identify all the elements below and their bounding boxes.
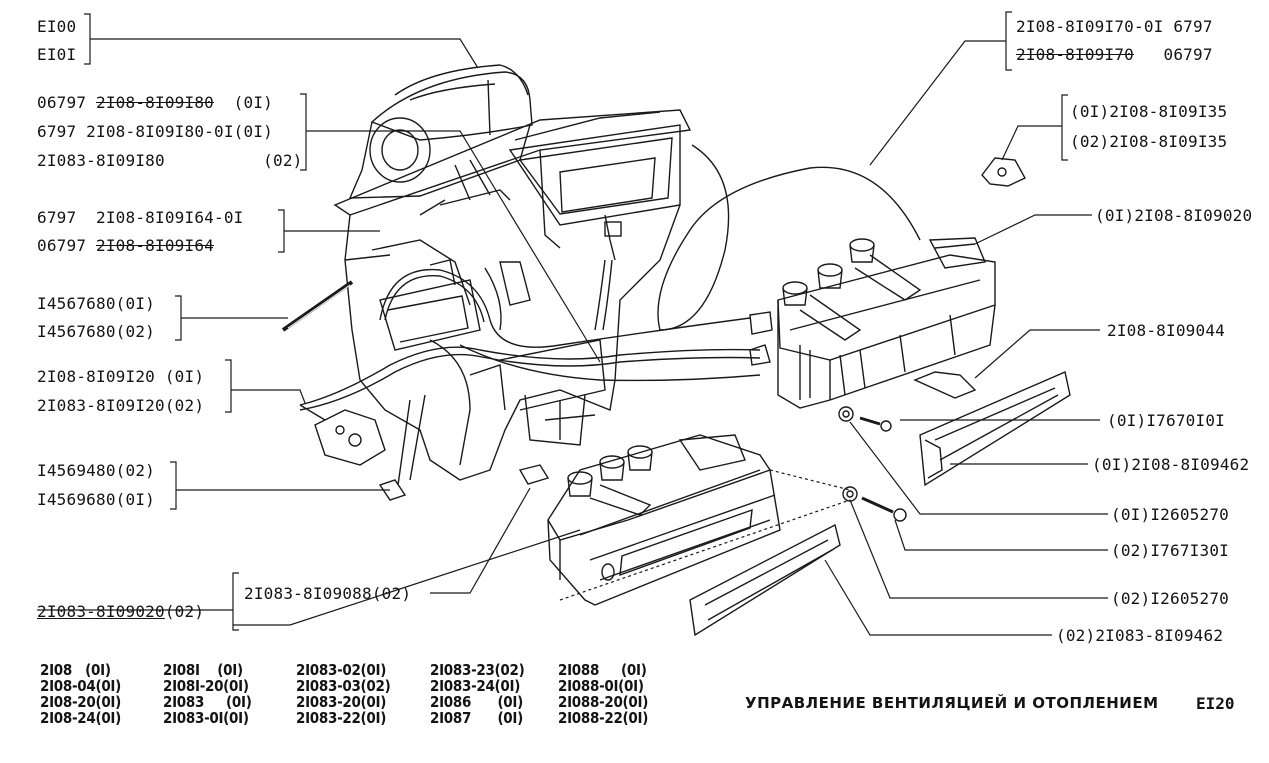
label-hose-a-1-part: 2I08-8I09I80: [96, 93, 214, 112]
label-ei01: EI0I: [37, 45, 77, 64]
model-entry: 2I08I (0I): [163, 661, 243, 679]
label-screw-r2: (02)I767I30I: [1111, 541, 1229, 560]
model-column-1: 2I08 (0I) 2I08-04(0I) 2I08-20(0I) 2I08-2…: [40, 662, 121, 726]
control-panel-02: [518, 434, 781, 606]
model-entry: 2I083-0I(0I): [163, 709, 249, 727]
label-cable-2: 2I083-8I09I20(02): [37, 396, 205, 415]
label-hose-b-2-part: 2I08-8I09I64: [96, 236, 214, 255]
model-column-4: 2I083-23(02) 2I083-24(0I) 2I086 (0I) 2I0…: [430, 661, 525, 727]
model-entry: 2I083-03(02): [296, 677, 391, 695]
label-hose-a-1: 06797 2I08-8I09I80 (0I): [37, 93, 273, 112]
scale-02: [689, 523, 841, 637]
label-washer-02: (02)I2605270: [1111, 589, 1229, 608]
label-washer-01: (0I)I2605270: [1111, 505, 1229, 524]
label-clip-1: I4569480(02): [37, 461, 155, 480]
model-entry: 2I088 (0I): [558, 661, 647, 679]
model-entry: 2I083 (0I): [163, 693, 252, 711]
control-cables: [299, 144, 921, 421]
label-panel-02-part: 2I083-8I09020: [37, 602, 165, 621]
label-clip-2: I4569680(0I): [37, 490, 155, 509]
label-hose-a-1-prefix: 06797: [37, 93, 96, 112]
label-scale-01: (0I)2I08-8I09462: [1092, 455, 1250, 474]
model-column-5: 2I088 (0I) 2I088-0I(0I) 2I088-20(0I) 2I0…: [558, 662, 648, 726]
model-entry: 2I088-0I(0I): [558, 677, 644, 695]
model-entry: 2I08-24(0I): [40, 709, 122, 727]
label-screw-1: I4567680(0I): [37, 294, 155, 313]
model-entry: 2I083-22(0I): [296, 709, 387, 727]
model-entry: 2I083-20(0I): [296, 693, 387, 711]
label-knob-1: (0I)2I08-8I09I35: [1070, 102, 1228, 121]
model-entry: 2I086 (0I): [430, 693, 523, 711]
label-hose-a-1-suffix: (0I): [214, 93, 273, 112]
heater-housing: [333, 64, 692, 481]
control-panel-01: [749, 237, 996, 409]
model-entry: 2I088-22(0I): [558, 709, 649, 727]
label-hose-b-1: 6797 2I08-8I09I64-0I: [37, 208, 244, 227]
label-cable-top-2: 2I08-8I09I70 06797: [1016, 45, 1213, 64]
label-scale-02: (02)2I083-8I09462: [1056, 626, 1224, 645]
diagram-title: УПРАВЛЕНИЕ ВЕНТИЛЯЦИЕЙ И ОТОПЛЕНИЕМ: [745, 694, 1159, 712]
page-code: EI20: [1196, 694, 1235, 713]
label-cable-1: 2I08-8I09I20 (0I): [37, 367, 205, 386]
label-panel-01: (0I)2I08-8I09020: [1095, 206, 1253, 225]
scale-01: [919, 371, 1071, 487]
label-cable-top-2-suffix: 06797: [1134, 45, 1213, 64]
label-hose-b-2-prefix: 06797: [37, 236, 96, 255]
model-entry: 2I083-24(0I): [430, 677, 521, 695]
label-hose-a-2: 6797 2I08-8I09I80-0I(0I): [37, 122, 273, 141]
left-hardware: [281, 280, 426, 501]
model-column-3: 2I083-02(0I) 2I083-03(02) 2I083-20(0I) 2…: [296, 661, 391, 727]
label-panel-02-suffix: (02): [164, 602, 205, 621]
model-entry: 2I083-02(0I): [296, 661, 387, 679]
model-entry: 2I08-04(0I): [40, 677, 122, 695]
label-hose-a-3: 2I083-8I09I80 (02): [37, 151, 303, 170]
model-entry: 2I083-23(02): [430, 661, 525, 679]
leader-lines: [37, 11, 1108, 636]
fasteners: [838, 406, 907, 522]
label-ei00: EI00: [37, 17, 77, 36]
model-entry: 2I08 (0I): [40, 661, 111, 679]
label-screw-2: I4567680(02): [37, 322, 155, 341]
model-entry: 2I088-20(0I): [558, 693, 649, 711]
label-panel-02: 2I083-8I09020(02): [37, 602, 204, 621]
label-knob-2: (02)2I08-8I09I35: [1070, 132, 1228, 151]
label-lever-02: 2I083-8I09088(02): [244, 584, 412, 603]
model-entry: 2I087 (0I): [430, 709, 523, 727]
label-screw-r1: (0I)I7670I0I: [1107, 411, 1225, 430]
model-entry: 2I08I-20(0I): [163, 677, 249, 695]
model-entry: 2I08-20(0I): [40, 693, 122, 711]
label-cable-top-1: 2I08-8I09I70-0I 6797: [1016, 17, 1213, 36]
label-handle: 2I08-8I09044: [1107, 321, 1225, 340]
knob-part: [981, 157, 1026, 187]
label-cable-top-2-part: 2I08-8I09I70: [1016, 45, 1134, 64]
model-column-2: 2I08I (0I) 2I08I-20(0I) 2I083 (0I) 2I083…: [163, 662, 252, 726]
label-hose-b-2: 06797 2I08-8I09I64: [37, 236, 214, 255]
